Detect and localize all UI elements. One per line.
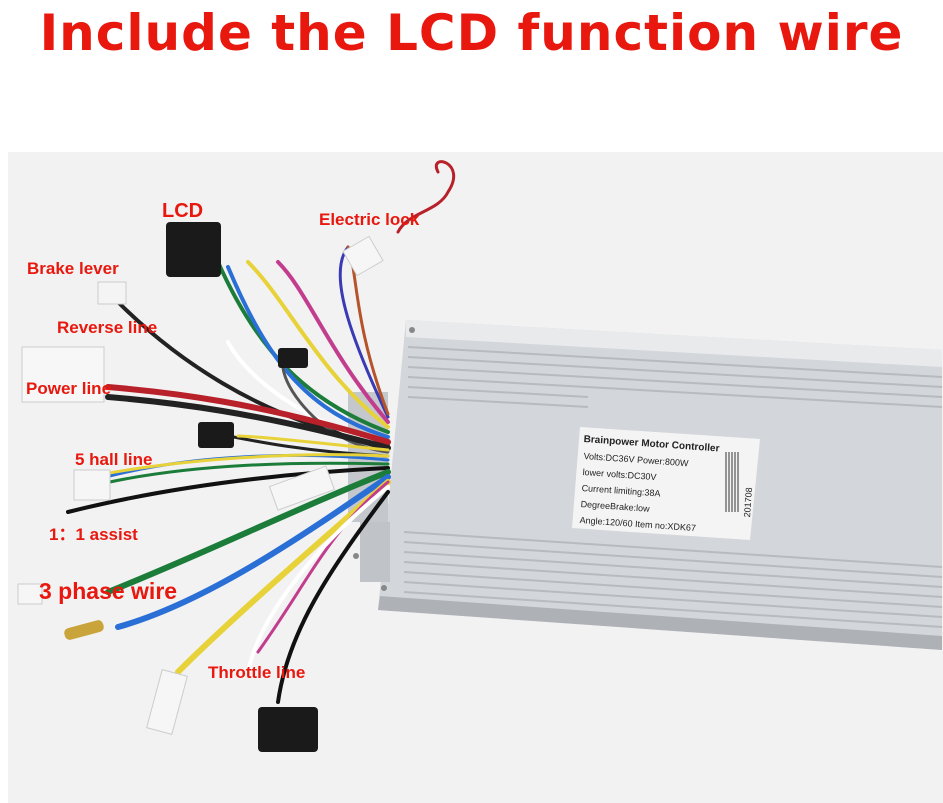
label-brake-lever: Brake lever (27, 259, 119, 278)
label-power-line: Power line (26, 379, 112, 398)
label-throttle-line: Throttle line (208, 663, 306, 682)
label-lcd: LCD (162, 200, 204, 222)
headline: Include the LCD function wire (39, 4, 904, 62)
sticker-date-code: 201708 (742, 487, 755, 518)
wire-harness (66, 160, 456, 704)
product-photo: Brainpower Motor Controller Volts:DC36V … (8, 152, 943, 803)
label-reverse-line: Reverse line (57, 318, 158, 337)
controller-illustration (17, 160, 943, 752)
label-electric-lock: Electric lock (319, 210, 420, 229)
label-phase-wire: 3 phase wire (39, 578, 178, 604)
label-assist: 1：1 assist (49, 525, 138, 544)
connectors (17, 222, 384, 752)
controller-housing (348, 320, 943, 650)
label-hall-line: 5 hall line (75, 450, 153, 469)
